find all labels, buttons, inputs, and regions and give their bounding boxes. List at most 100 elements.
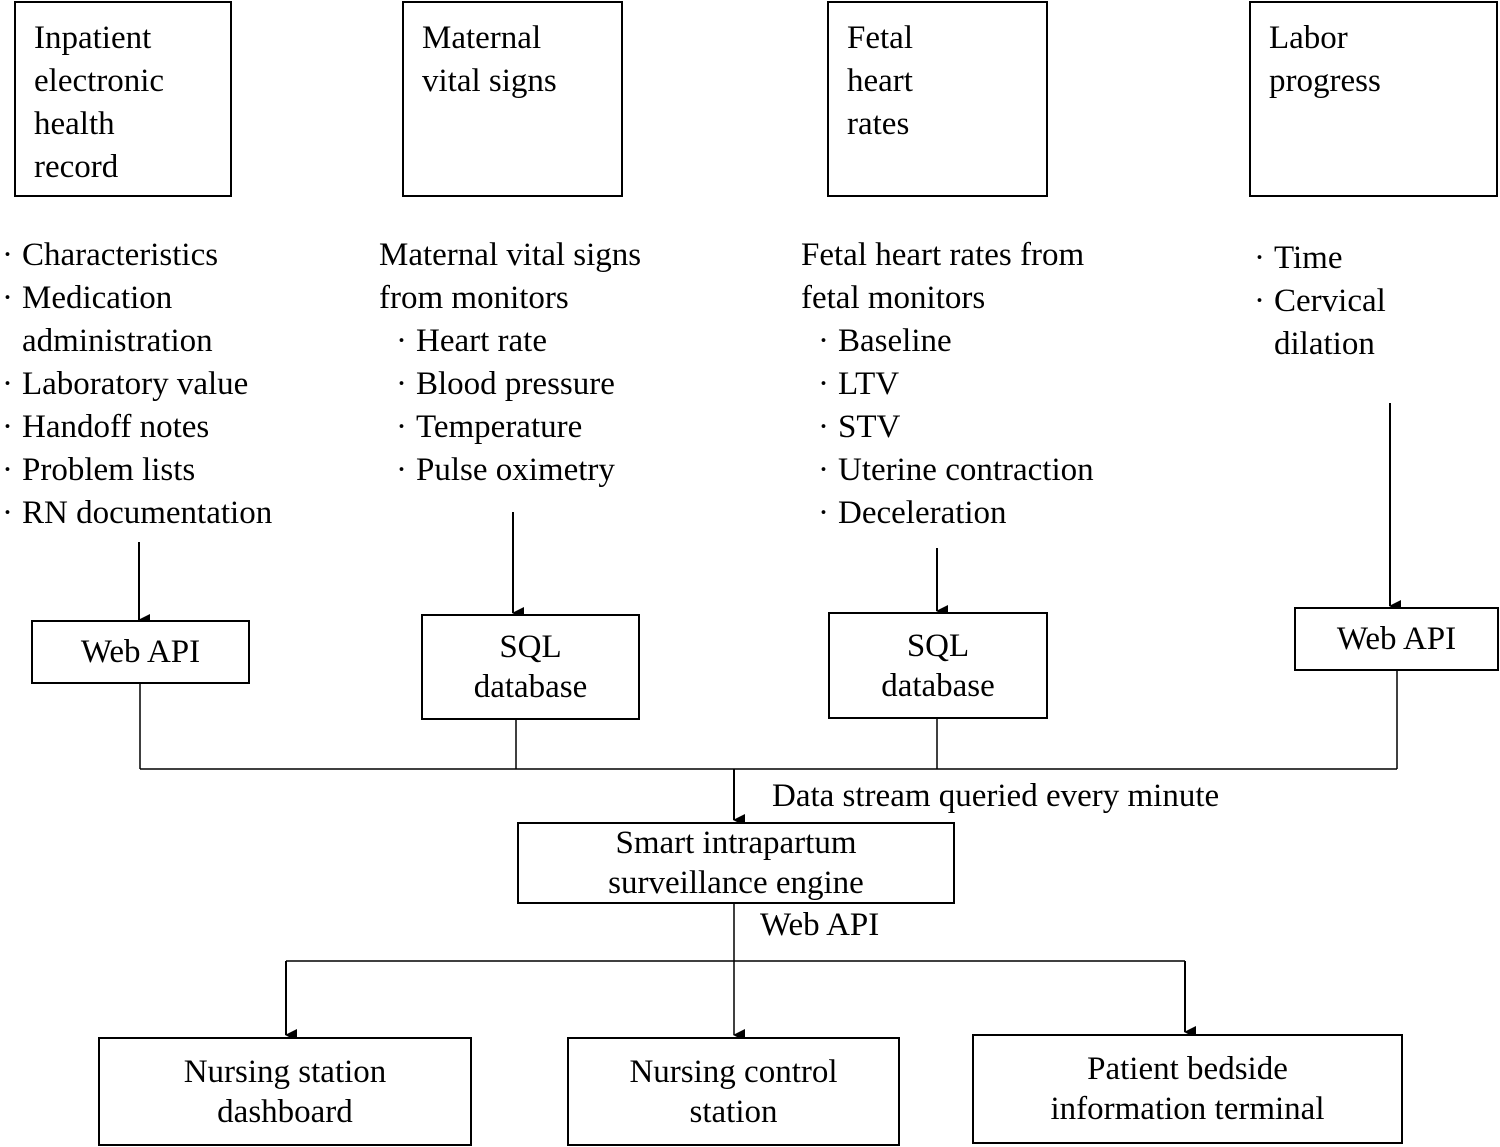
list-item-label: Temperature [416, 409, 583, 445]
list-item: ·Pulse oximetry [396, 449, 615, 492]
list-item-label: Handoff notes [22, 409, 210, 445]
list-item: ·Characteristics [2, 234, 272, 277]
list-item: ·Medication [2, 277, 272, 320]
stream-label: Data stream queried every minute [772, 778, 1220, 814]
list-item-label: dilation [1274, 326, 1375, 362]
interface-label: Web API [1336, 621, 1457, 657]
interface-label: database [473, 669, 588, 705]
bullet-icon: · [2, 366, 13, 402]
list-item: ·Handoff notes [2, 406, 272, 449]
output-box-nursing-control: Nursing control station [567, 1037, 900, 1146]
bullet-icon: · [818, 409, 829, 445]
output-label: information terminal [1050, 1091, 1325, 1127]
list-item-label: Heart rate [416, 323, 547, 359]
list-item-label: STV [838, 409, 901, 445]
list-item-label: Baseline [838, 323, 952, 359]
source-title-line: vital signs [422, 63, 557, 99]
output-label: dashboard [217, 1093, 353, 1130]
ehr-detail-list: ·Characteristics ·Medication administrat… [2, 234, 273, 535]
bullet-icon: · [1254, 283, 1265, 319]
output-box-bedside-terminal: Patient bedside information terminal [972, 1034, 1403, 1144]
source-title-line: rates [847, 106, 910, 142]
list-item-label: RN documentation [22, 495, 273, 531]
list-item: ·LTV [818, 363, 1094, 406]
list-item: ·Heart rate [396, 320, 615, 363]
interface-label: database [881, 667, 995, 704]
bullet-icon: · [2, 237, 13, 273]
bullet-icon: · [818, 366, 829, 402]
source-box-labor: Labor progress [1249, 1, 1498, 197]
interface-box-sql-fetal: SQL database [828, 612, 1048, 719]
bullet-icon: · [2, 452, 13, 488]
list-item: ·Cervical [1254, 280, 1386, 323]
source-box-maternal: Maternal vital signs [402, 1, 623, 197]
labor-detail-list: ·Time ·Cervical dilation [1254, 237, 1386, 366]
source-title-line: Maternal [422, 20, 542, 56]
surveillance-engine-box: Smart intrapartum surveillance engine [517, 822, 955, 904]
list-item-label: Problem lists [22, 452, 196, 488]
source-box-fetal: Fetal heart rates [827, 1, 1048, 197]
engine-label: surveillance engine [608, 865, 864, 901]
heading-line: fetal monitors [801, 280, 986, 316]
output-label: Nursing station [183, 1053, 387, 1090]
heading-line: Fetal heart rates from [801, 237, 1085, 273]
bullet-icon: · [396, 366, 407, 402]
list-item-label: Uterine contraction [838, 452, 1094, 488]
source-title-line: heart [847, 63, 913, 99]
list-item: dilation [1274, 323, 1386, 366]
bullet-icon: · [2, 495, 13, 531]
source-title-line: health [34, 106, 115, 142]
list-item-label: Medication [22, 280, 173, 316]
list-item-label: Characteristics [22, 237, 219, 273]
list-item-label: Laboratory value [22, 366, 249, 402]
list-item-label: administration [22, 323, 213, 359]
source-title-line: Labor [1269, 20, 1348, 56]
engine-output-label: Web API [760, 907, 880, 943]
source-box-ehr: Inpatient electronic health record [14, 1, 232, 197]
list-item: administration [22, 320, 272, 363]
interface-box-webapi-labor: Web API [1294, 607, 1499, 671]
output-box-nursing-dashboard: Nursing station dashboard [98, 1037, 472, 1146]
interface-box-webapi-ehr: Web API [31, 620, 250, 684]
interface-label: Web API [80, 634, 201, 670]
source-title-line: progress [1269, 63, 1381, 99]
interface-box-sql-maternal: SQL database [421, 614, 640, 720]
list-item: ·RN documentation [2, 492, 273, 535]
list-item: ·Problem lists [2, 449, 272, 492]
list-item: ·Time [1254, 237, 1386, 280]
output-label: station [689, 1093, 778, 1130]
source-title-line: record [34, 149, 119, 185]
list-item-label: Cervical [1274, 283, 1386, 319]
list-item: ·Deceleration [818, 492, 1094, 535]
bullet-icon: · [396, 452, 407, 488]
bullet-icon: · [818, 323, 829, 359]
fetal-detail-heading: Fetal heart rates from fetal monitors [801, 234, 1084, 320]
output-label: Patient bedside [1087, 1051, 1288, 1087]
heading-line: Maternal vital signs [379, 237, 642, 273]
list-item: ·Temperature [396, 406, 615, 449]
bullet-icon: · [1254, 240, 1265, 276]
list-item: ·STV [818, 406, 1094, 449]
source-title-line: electronic [34, 63, 165, 99]
maternal-detail-heading: Maternal vital signs from monitors [379, 234, 641, 320]
bullet-icon: · [396, 323, 407, 359]
list-item-label: Blood pressure [416, 366, 615, 402]
list-item-label: LTV [838, 366, 900, 402]
list-item-label: Pulse oximetry [416, 452, 615, 488]
source-title-line: Inpatient [34, 20, 152, 56]
bullet-icon: · [2, 409, 13, 445]
fetal-detail-list: ·Baseline ·LTV ·STV ·Uterine contraction… [818, 320, 1094, 535]
list-item: ·Blood pressure [396, 363, 615, 406]
list-item: ·Uterine contraction [818, 449, 1094, 492]
bullet-icon: · [2, 280, 13, 316]
bullet-icon: · [818, 452, 829, 488]
interface-label: SQL [906, 627, 970, 664]
interface-label: SQL [499, 629, 562, 665]
bullet-icon: · [818, 495, 829, 531]
heading-line: from monitors [379, 280, 569, 316]
list-item: ·Baseline [818, 320, 1094, 363]
bullet-icon: · [396, 409, 407, 445]
list-item-label: Deceleration [838, 495, 1007, 531]
maternal-detail-list: ·Heart rate ·Blood pressure ·Temperature… [396, 320, 615, 492]
